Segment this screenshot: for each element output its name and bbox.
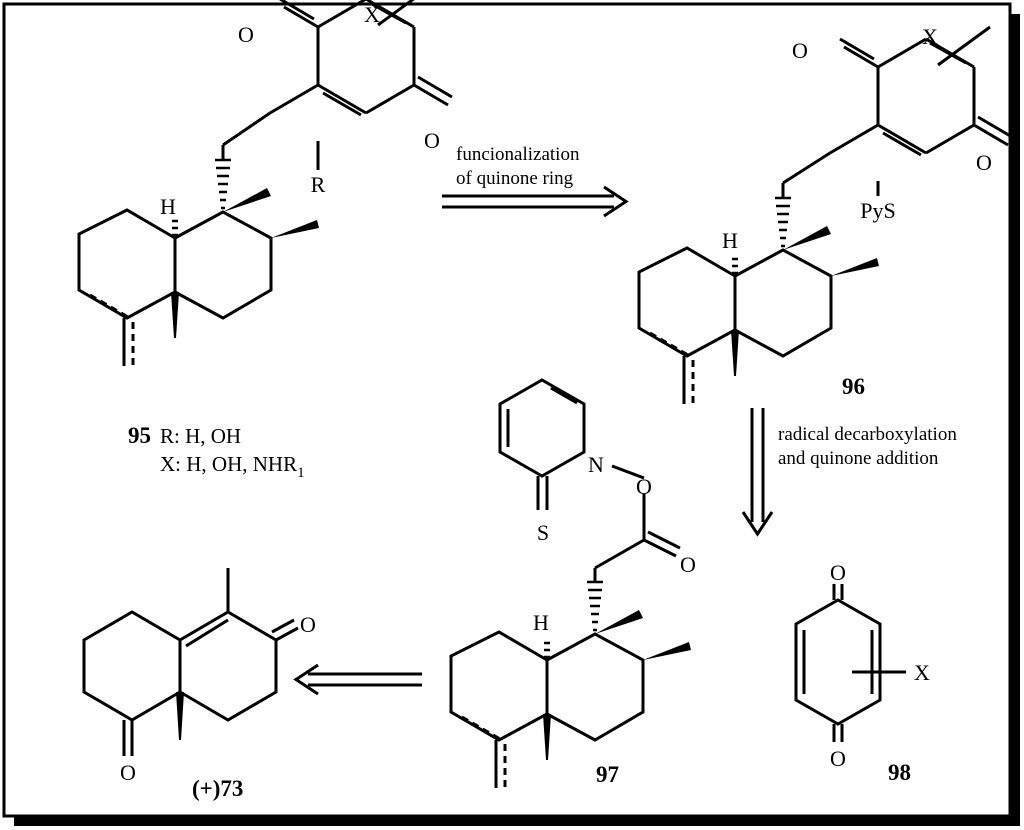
atom-o: O [300,612,316,637]
atom-x: X [364,2,380,27]
compound-number-98: 98 [888,760,911,785]
arrow-radical-decarboxylation: radical decarboxylation and quinone addi… [741,408,957,537]
pyridylthio-group: PyS [860,198,895,223]
atom-o: O [424,128,440,153]
atom-o: O [792,38,808,63]
atom-h: H [722,228,738,253]
arrow-2-line-1: radical decarboxylation [778,424,957,445]
arrow-functionalization: funcionalization of quinone ring [442,144,629,218]
atom-x: X [914,660,930,685]
atom-o: O [976,150,992,175]
x-substituent-label: X: H, OH, NHR1 [160,452,305,481]
atom-h: H [160,194,176,219]
atom-n: N [588,452,604,477]
x-label-subscript: 1 [297,465,305,481]
compound-97: H N O O S 97 [449,378,696,790]
arrow-2-line-2: and quinone addition [778,448,939,469]
atom-o: O [680,552,696,577]
atom-o: O [238,22,254,47]
compound-number-97: 97 [596,762,619,787]
arrow-1-line-1: funcionalization [456,144,580,165]
compound-95: H O O X R 95 R: H, OH X: H, OH, NHR1 [77,0,454,481]
compound-98: O O X 98 [794,560,930,785]
compound-number-96: 96 [842,374,865,399]
arrow-retrosynthesis-73 [293,663,422,696]
x-label-main: X: H, OH, NHR [160,452,297,476]
compound-number-95: 95 [128,423,151,448]
r-substituent-label: R: H, OH [160,424,241,448]
atom-o: O [830,746,846,771]
atom-x: X [922,24,938,49]
compound-number-73: (+)73 [192,776,243,801]
arrow-1-line-2: of quinone ring [456,168,574,189]
compound-96: H O O X PyS 96 [637,24,1014,406]
atom-s: S [537,520,549,545]
atom-o: O [636,474,652,499]
atom-r: R [311,172,326,197]
atom-o: O [120,760,136,785]
atom-o: O [830,560,846,585]
atom-h: H [533,610,549,635]
compound-73: O O (+)73 [82,568,316,801]
